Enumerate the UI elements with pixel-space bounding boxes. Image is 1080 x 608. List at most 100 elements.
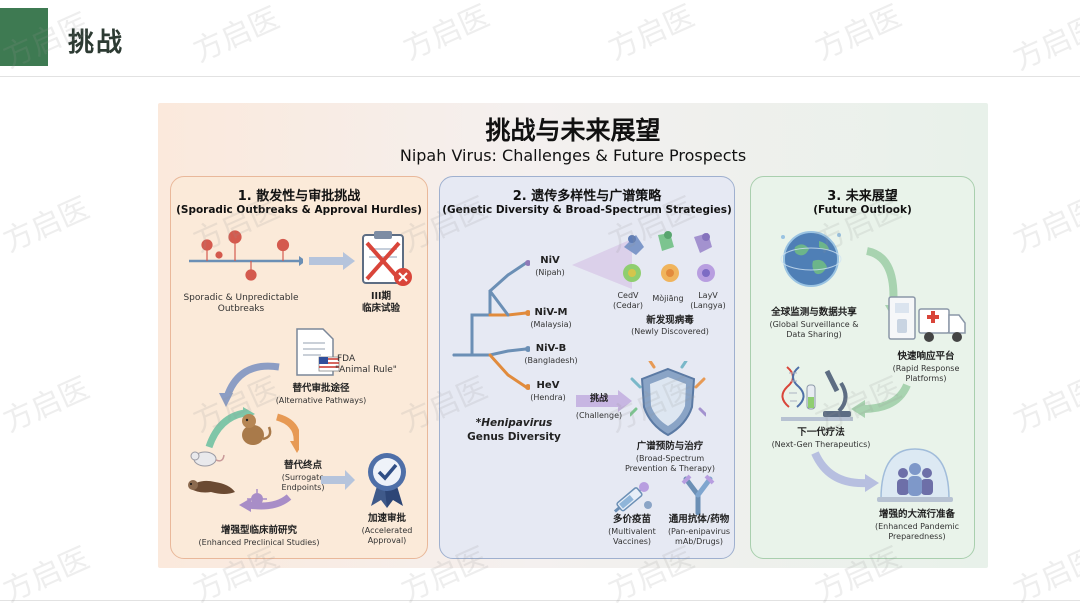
- mojiang-label: Mòjiāng: [652, 294, 684, 303]
- hev-en-label: (Hendra): [530, 393, 566, 402]
- panel3-subtitle: (Future Outlook): [813, 204, 912, 216]
- fda-label-2: "Animal Rule": [335, 365, 397, 375]
- sporadic-label-1: Sporadic & Unpredictable: [183, 293, 299, 303]
- poster-title: 挑战与未来展望: [485, 116, 661, 145]
- sporadic-label-2: Outbreaks: [217, 304, 265, 314]
- watermark: 方启医: [398, 0, 495, 68]
- watermark: 方启医: [0, 370, 95, 440]
- layv-label-2: (Langya): [690, 301, 726, 310]
- accelerated-label: 加速审批: [367, 513, 406, 524]
- challenge-arrow-icon: [576, 390, 632, 412]
- surrogate-label: 替代终点: [283, 460, 322, 471]
- approval-badge-icon: [368, 453, 406, 508]
- infographic-poster: 挑战与未来展望 Nipah Virus: Challenges & Future…: [158, 103, 988, 568]
- genus-label-2: Genus Diversity: [467, 431, 561, 443]
- panel-genetic-diversity: 2. 遗传多样性与广谱策略 (Genetic Diversity & Broad…: [439, 176, 735, 559]
- globe-icon: [780, 231, 842, 287]
- panel1-title: 1. 散发性与审批挑战: [237, 189, 361, 204]
- title-accent-bar: [0, 8, 48, 66]
- alt-pathways-en-label: (Alternative Pathways): [275, 396, 367, 405]
- virus-small-icon: [247, 489, 267, 509]
- watermark: 方启医: [810, 0, 907, 68]
- ferret-icon: [188, 480, 235, 494]
- crossed-clipboard-icon: [362, 231, 412, 286]
- lab-microscope-dna-icon: [781, 366, 853, 421]
- new-virus-cluster-icon: [623, 231, 715, 282]
- cedv-label-1: CedV: [617, 291, 639, 300]
- phylogenetic-tree: [452, 260, 530, 390]
- watermark: 方启医: [1008, 8, 1080, 78]
- to-preparedness-arrow-icon: [811, 451, 879, 492]
- broad-spectrum-shield-icon: [630, 361, 706, 437]
- nivb-label: NiV-B: [535, 343, 567, 354]
- phase3-label-1: III期: [370, 291, 392, 302]
- pandemic-preparedness-en-label-2: Preparedness): [888, 532, 946, 541]
- hev-label: HeV: [536, 380, 560, 391]
- pan-antibody-label: 通用抗体/药物: [668, 514, 730, 525]
- panel-future-outlook: 3. 未来展望 (Future Outlook) 全球监测与数据共享 (Glob…: [750, 176, 975, 559]
- pan-antibody-en-label-1: (Pan-enipavirus: [667, 527, 731, 536]
- panel3-title: 3. 未来展望: [827, 189, 898, 204]
- phase3-label-2: 临床试验: [361, 303, 400, 314]
- cedv-label-2: (Cedar): [612, 301, 644, 310]
- challenge-en-label: (Challenge): [575, 411, 623, 420]
- broad-spectrum-label: 广谱预防与治疗: [636, 441, 704, 452]
- broad-spectrum-en-label-1: (Broad-Spectrum: [635, 454, 705, 463]
- watermark: 方启医: [1008, 540, 1080, 608]
- global-surveillance-en-label-2: Data Sharing): [786, 330, 842, 339]
- return-arrow-icon: [851, 383, 911, 418]
- cycle-arrows-icon: [205, 362, 299, 512]
- outbreak-timeline-icon: [189, 230, 303, 281]
- preclinical-en-label: (Enhanced Preclinical Studies): [198, 538, 320, 547]
- next-gen-en-label: (Next-Gen Therapeutics): [771, 440, 871, 449]
- fda-label-1: FDA: [337, 354, 356, 364]
- surrogate-en-label-1: (Surrogate: [281, 473, 325, 482]
- panel2-title: 2. 遗传多样性与广谱策略: [512, 189, 662, 204]
- monkey-icon: [242, 414, 272, 445]
- next-gen-label: 下一代疗法: [797, 427, 845, 438]
- rapid-response-label: 快速响应平台: [897, 351, 955, 362]
- vaccine-syringe-icon: [613, 482, 652, 513]
- nivm-label: NiV-M: [534, 307, 568, 318]
- pan-antibody-en-label-2: mAb/Drugs): [675, 537, 723, 546]
- global-surveillance-label: 全球监测与数据共享: [771, 307, 857, 318]
- global-surveillance-en-label-1: (Global Surveillance &: [769, 320, 859, 329]
- arrow-right-icon: [309, 252, 355, 270]
- broad-spectrum-en-label-2: Prevention & Therapy): [624, 464, 716, 473]
- header-divider: [0, 76, 1080, 77]
- accelerated-en-label-2: Approval): [367, 536, 407, 545]
- watermark: 方启医: [603, 0, 700, 68]
- multivalent-en-label-2: Vaccines): [612, 537, 652, 546]
- watermark: 方启医: [0, 190, 95, 260]
- footer-divider: [0, 600, 1080, 601]
- panel1-subtitle: (Sporadic Outbreaks & Approval Hurdles): [176, 204, 422, 216]
- niv-label: NiV: [540, 255, 560, 266]
- panel-sporadic-outbreaks: 1. 散发性与审批挑战 (Sporadic Outbreaks & Approv…: [170, 176, 428, 559]
- arrow-right-icon-2: [321, 470, 355, 490]
- rat-icon: [190, 451, 225, 467]
- pandemic-dome-icon: [877, 448, 953, 502]
- multivalent-en-label-1: (Multivalent: [608, 527, 656, 536]
- nivm-en-label: (Malaysia): [530, 320, 572, 329]
- poster-subtitle: Nipah Virus: Challenges & Future Prospec…: [399, 146, 747, 165]
- rapid-response-en-label-1: (Rapid Response: [892, 364, 960, 373]
- watermark: 方启医: [1008, 370, 1080, 440]
- niv-en-label: (Nipah): [535, 268, 565, 277]
- surrogate-en-label-2: Endpoints): [281, 483, 325, 492]
- rapid-response-icon: [888, 296, 966, 342]
- genus-label-1: *Henipavirus: [475, 417, 553, 429]
- multivalent-label: 多价疫苗: [612, 514, 651, 525]
- newly-discovered-label: 新发现病毒: [646, 315, 694, 326]
- antibody-icon: [681, 474, 715, 515]
- challenge-label: 挑战: [589, 394, 608, 404]
- newly-discovered-en-label: (Newly Discovered): [631, 327, 709, 336]
- watermark: 方启医: [0, 540, 95, 608]
- watermark: 方启医: [1008, 190, 1080, 260]
- fda-document-icon: [296, 328, 340, 376]
- pandemic-preparedness-en-label-1: (Enhanced Pandemic: [874, 522, 960, 531]
- watermark: 方启医: [188, 0, 285, 70]
- alt-pathways-label: 替代审批途径: [292, 383, 350, 394]
- rapid-response-en-label-2: Platforms): [905, 374, 947, 383]
- panel2-subtitle: (Genetic Diversity & Broad-Spectrum Stra…: [442, 204, 732, 216]
